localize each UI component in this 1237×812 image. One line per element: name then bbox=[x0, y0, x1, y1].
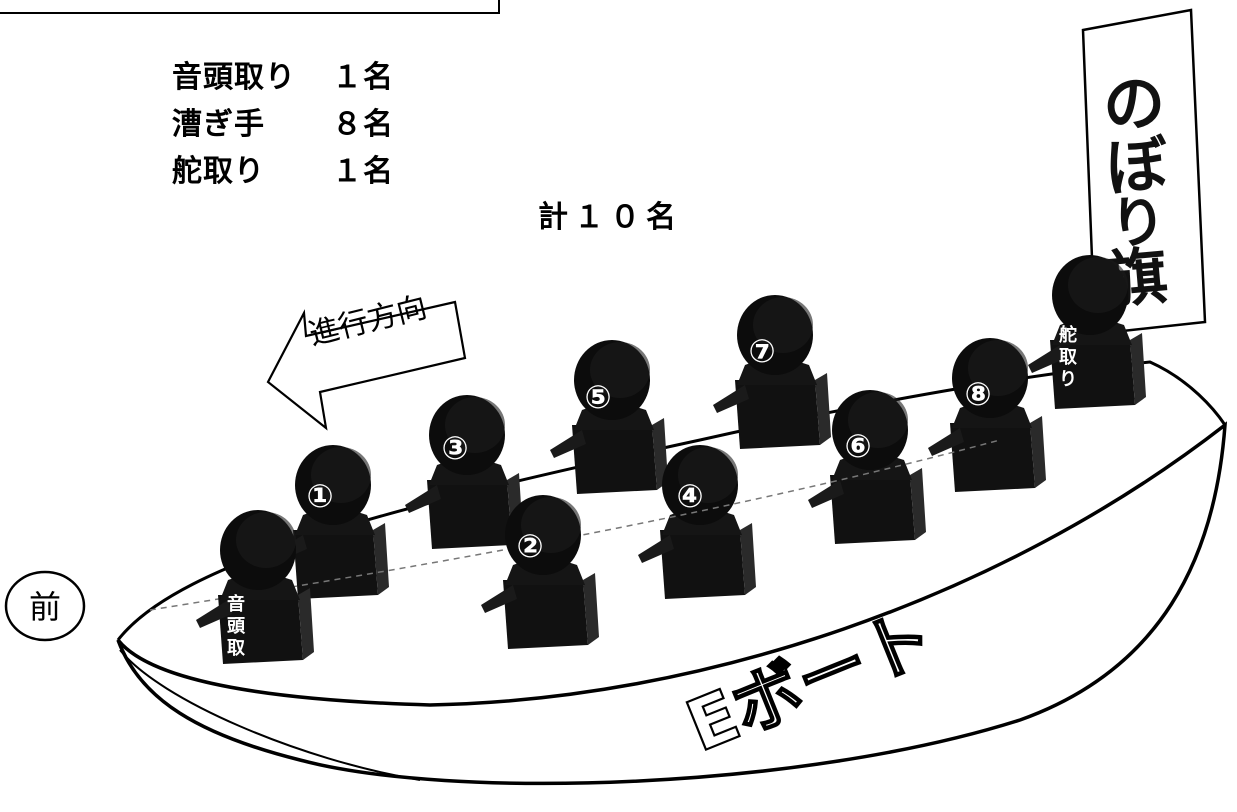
crew-role: 漕ぎ手 bbox=[172, 107, 265, 142]
figure-label-leader-1: 音 bbox=[227, 593, 245, 615]
figure-label-2: ② bbox=[516, 527, 543, 565]
crew-count: １名 bbox=[332, 60, 394, 95]
figure-label-leader-2: 頭 bbox=[227, 616, 246, 637]
crew-count: ８名 bbox=[332, 107, 394, 142]
figure-label-4: ④ bbox=[676, 477, 703, 515]
boat-hull bbox=[116, 421, 1228, 786]
flag-text-3: り bbox=[1108, 188, 1169, 258]
figure-label-3: ③ bbox=[441, 429, 468, 467]
figure-label-5: ⑤ bbox=[584, 378, 611, 416]
front-label: 前 bbox=[29, 588, 61, 626]
figure-label-leader-3: 取 bbox=[227, 638, 246, 659]
frame-line bbox=[0, 0, 500, 14]
crew-total: 計１０名 bbox=[538, 200, 682, 235]
crew-role: 音頭取り bbox=[172, 60, 296, 95]
figure-label-6: ⑥ bbox=[844, 427, 871, 465]
figure-label-1: ① bbox=[306, 477, 333, 515]
crew-row-rowers: 漕ぎ手 ８名 bbox=[172, 99, 394, 143]
crew-row-leader: 音頭取り １名 bbox=[172, 52, 394, 96]
figure-8 bbox=[928, 338, 1046, 492]
figure-label-helm-3: り bbox=[1059, 369, 1077, 390]
nobori-flag: の ぼ り 旗 bbox=[1081, 8, 1207, 336]
figure-label-helm-1: 舵 bbox=[1059, 324, 1077, 346]
figure-label-7: ⑦ bbox=[748, 332, 775, 370]
front-marker: 前 bbox=[4, 570, 86, 642]
figure-label-8: ⑧ bbox=[964, 375, 991, 413]
direction-arrow: 進行方向 bbox=[266, 290, 467, 431]
figure-3 bbox=[405, 395, 523, 549]
figure-label-helm-2: 取 bbox=[1059, 347, 1078, 368]
figure-7 bbox=[713, 295, 831, 449]
crew-count: １名 bbox=[332, 154, 394, 189]
flag-text-2: ぼ bbox=[1103, 127, 1172, 205]
flag-text-1: の bbox=[1100, 65, 1168, 143]
crew-role: 舵取り bbox=[172, 154, 265, 189]
crew-row-helm: 舵取り １名 bbox=[172, 146, 394, 190]
